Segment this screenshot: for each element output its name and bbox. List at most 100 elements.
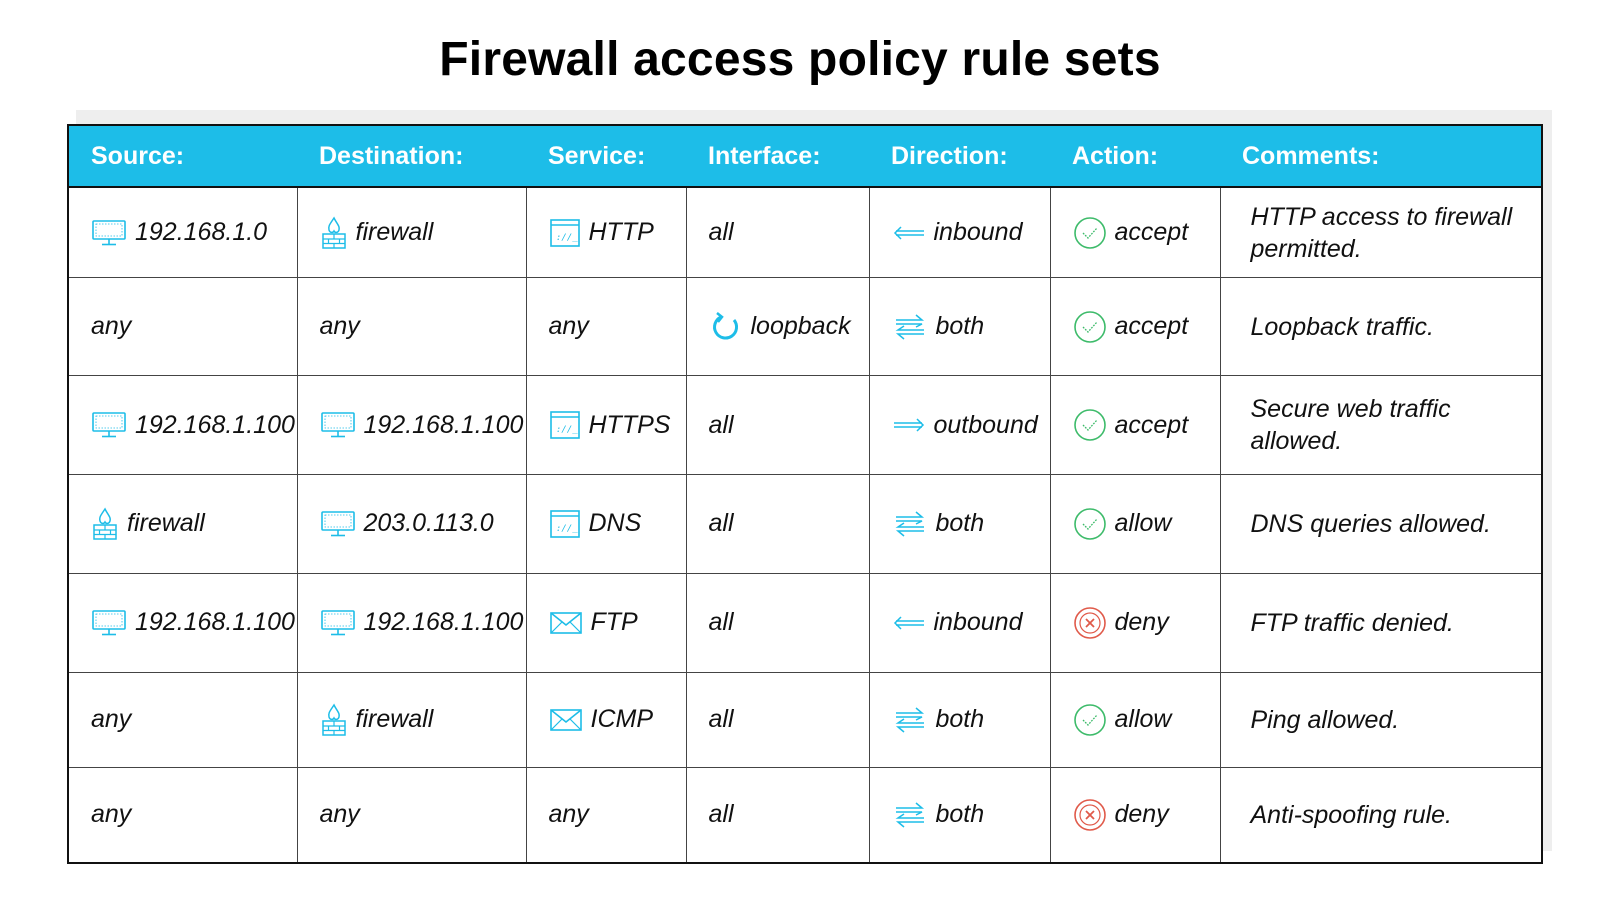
source-value: any bbox=[91, 705, 132, 734]
direction-value: inbound bbox=[933, 608, 1023, 637]
direction-value: inbound bbox=[933, 218, 1023, 247]
direction-cell: inbound bbox=[869, 573, 1051, 673]
direction-value: both bbox=[935, 705, 985, 734]
source-value: any bbox=[91, 800, 132, 829]
direction-cell: inbound bbox=[869, 187, 1051, 279]
direction-cell: both bbox=[869, 767, 1051, 862]
monitor-icon bbox=[320, 411, 356, 439]
action-cell: allow bbox=[1050, 474, 1221, 574]
firewall-icon bbox=[320, 216, 348, 250]
service-value: any bbox=[548, 800, 589, 829]
destination-value: firewall bbox=[355, 705, 434, 734]
comment-cell: Secure web traffic allowed. bbox=[1220, 375, 1541, 475]
x-circle-icon bbox=[1073, 798, 1107, 832]
service-value: HTTPS bbox=[588, 410, 671, 439]
source-cell: 192.168.1.100 bbox=[69, 375, 298, 475]
source-cell: any bbox=[69, 277, 298, 377]
action-value: allow bbox=[1114, 509, 1172, 538]
source-value: 192.168.1.0 bbox=[135, 218, 268, 247]
interface-value: all bbox=[708, 410, 734, 439]
source-value: firewall bbox=[127, 509, 205, 538]
interface-value: all bbox=[708, 218, 734, 247]
envelope-icon bbox=[549, 707, 583, 733]
comment-text: FTP traffic denied. bbox=[1250, 608, 1454, 637]
source-cell: any bbox=[69, 767, 298, 862]
destination-cell: any bbox=[297, 277, 527, 377]
interface-value: all bbox=[708, 800, 734, 829]
policy-table: Source: Destination: Service: Interface:… bbox=[69, 126, 1541, 862]
direction-value: both bbox=[935, 312, 985, 341]
action-value: accept bbox=[1114, 312, 1189, 341]
browser-icon: ://_ bbox=[549, 410, 581, 440]
service-value: DNS bbox=[588, 509, 642, 538]
interface-cell: all bbox=[686, 767, 870, 862]
comment-cell: Ping allowed. bbox=[1220, 672, 1541, 768]
header-action: Action: bbox=[1050, 126, 1220, 188]
direction-value: both bbox=[935, 509, 985, 538]
interface-cell: loopback bbox=[686, 277, 870, 377]
action-value: deny bbox=[1114, 800, 1169, 829]
check-circle-icon bbox=[1073, 408, 1107, 442]
comment-text: Loopback traffic. bbox=[1250, 312, 1434, 341]
envelope-icon bbox=[549, 610, 583, 636]
source-value: any bbox=[91, 312, 132, 341]
monitor-icon bbox=[91, 609, 127, 637]
action-cell: accept bbox=[1050, 277, 1221, 377]
service-cell: ://_ DNS bbox=[526, 474, 687, 574]
interface-value: all bbox=[708, 509, 734, 538]
comment-text: Anti-spoofing rule. bbox=[1250, 800, 1453, 829]
header-interface: Interface: bbox=[686, 126, 869, 188]
destination-cell: firewall bbox=[297, 187, 527, 279]
table-header-row: Source: Destination: Service: Interface:… bbox=[69, 126, 1541, 188]
arrow-left-icon bbox=[892, 615, 926, 631]
interface-value: all bbox=[708, 705, 734, 734]
direction-value: outbound bbox=[933, 410, 1038, 439]
action-cell: accept bbox=[1050, 375, 1221, 475]
service-value: any bbox=[548, 312, 589, 341]
service-cell: FTP bbox=[526, 573, 687, 673]
svg-text:://_: ://_ bbox=[556, 233, 578, 243]
svg-text:://_: ://_ bbox=[556, 524, 578, 534]
arrows-both-icon bbox=[892, 800, 928, 830]
direction-cell: outbound bbox=[869, 375, 1051, 475]
service-cell: ://_HTTP bbox=[526, 187, 687, 279]
header-comments: Comments: bbox=[1220, 126, 1541, 188]
arrows-both-icon bbox=[892, 509, 928, 539]
comment-cell: DNS queries allowed. bbox=[1220, 474, 1541, 574]
firewall-icon bbox=[91, 507, 119, 541]
source-cell: 192.168.1.0 bbox=[69, 187, 298, 279]
source-cell: any bbox=[69, 672, 298, 768]
destination-cell: 192.168.1.100 bbox=[297, 375, 527, 475]
monitor-icon bbox=[320, 609, 356, 637]
service-cell: any bbox=[526, 767, 687, 862]
arrows-both-icon bbox=[892, 705, 928, 735]
destination-value: 192.168.1.100 bbox=[363, 410, 524, 439]
firewall-icon bbox=[320, 703, 348, 737]
destination-value: firewall bbox=[355, 218, 434, 247]
service-cell: ://_HTTPS bbox=[526, 375, 687, 475]
check-circle-icon bbox=[1073, 703, 1107, 737]
service-cell: ICMP bbox=[526, 672, 687, 768]
destination-cell: firewall bbox=[297, 672, 527, 768]
comment-cell: Anti-spoofing rule. bbox=[1220, 767, 1541, 862]
comment-cell: FTP traffic denied. bbox=[1220, 573, 1541, 673]
source-value: 192.168.1.100 bbox=[135, 410, 295, 439]
comment-cell: HTTP access to firewall permitted. bbox=[1220, 187, 1541, 279]
service-value: ICMP bbox=[590, 705, 654, 734]
destination-value: 203.0.113.0 bbox=[363, 509, 494, 538]
destination-value: any bbox=[319, 312, 360, 341]
monitor-icon bbox=[320, 510, 356, 538]
policy-table-container: Source: Destination: Service: Interface:… bbox=[67, 124, 1543, 864]
direction-value: both bbox=[935, 800, 985, 829]
source-value: 192.168.1.100 bbox=[135, 608, 295, 637]
direction-cell: both bbox=[869, 474, 1051, 574]
destination-cell: 192.168.1.100 bbox=[297, 573, 527, 673]
browser-icon: ://_ bbox=[549, 509, 581, 539]
x-circle-icon bbox=[1073, 606, 1107, 640]
header-service: Service: bbox=[526, 126, 686, 188]
direction-cell: both bbox=[869, 672, 1051, 768]
